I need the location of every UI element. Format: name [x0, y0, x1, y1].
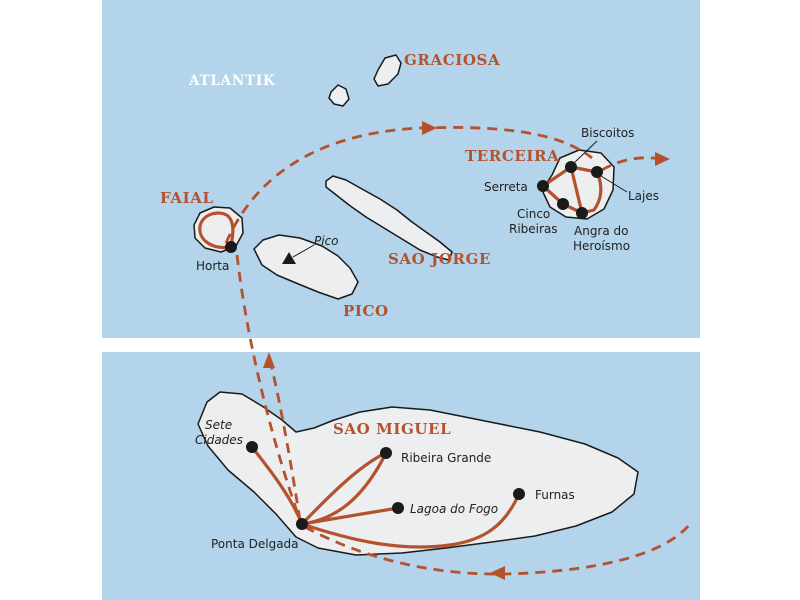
place-label-sete-cidades-line1: Sete [205, 418, 232, 432]
island-label-graciosa: GRACIOSA [404, 51, 500, 69]
stop-marker-lajes [591, 166, 603, 178]
pico-island [253, 234, 359, 300]
lajes-leader-line [600, 175, 628, 193]
saomiguel-routes [250, 445, 521, 549]
ferry-route-pontadelgada-horta [268, 359, 302, 521]
stop-marker-sete-cidades [246, 441, 258, 453]
arrow-north-icon [263, 352, 275, 368]
arrow-west-icon [490, 566, 505, 580]
stop-marker-serreta [537, 180, 549, 192]
peak-leader-line [292, 244, 315, 258]
place-label-pico-peak: Pico [314, 234, 339, 248]
place-label-ribeira-grande: Ribeira Grande [401, 451, 491, 465]
arrow-east-icon [422, 121, 437, 135]
place-label-lagoa-do-fogo: Lagoa do Fogo [410, 502, 498, 516]
place-label-cinco-ribeiras-line1: Cinco [517, 207, 550, 221]
stop-marker-ribeira-grande [380, 447, 392, 459]
stop-marker-cinco-ribeiras [557, 198, 569, 210]
place-label-lajes: Lajes [628, 189, 659, 203]
place-label-sete-cidades-line2: Cidades [195, 433, 243, 447]
stop-marker-ponta-delgada [296, 518, 308, 530]
faial-loop-route [198, 211, 235, 250]
place-label-cinco-ribeiras-line2: Ribeiras [509, 222, 558, 236]
graciosa-islet [328, 84, 350, 107]
stop-marker-lagoa-do-fogo [392, 502, 404, 514]
island-label-faial: FAIAL [160, 189, 214, 207]
ferry-route-horta-terceira [224, 126, 593, 244]
stop-marker-horta [225, 241, 237, 253]
sao-jorge-island [325, 175, 453, 261]
place-label-ponta-delgada: Ponta Delgada [211, 537, 299, 551]
stop-marker-biscoitos [565, 161, 577, 173]
sao-miguel-island [197, 391, 639, 556]
island-label-terceira: TERCEIRA [465, 147, 559, 165]
stop-marker-furnas [513, 488, 525, 500]
sea-label-atlantik: ATLANTIK [188, 73, 276, 89]
place-label-furnas: Furnas [535, 488, 575, 502]
island-label-pico: PICO [343, 302, 389, 320]
place-label-angra-line1: Angra do [574, 224, 629, 238]
biscoitos-leader-line [574, 140, 598, 163]
place-label-horta: Horta [196, 259, 229, 273]
place-label-serreta: Serreta [484, 180, 528, 194]
place-label-angra-line2: Heroísmo [573, 239, 630, 253]
stop-marker-angra [576, 207, 588, 219]
island-label-sao-jorge: SAO JORGE [388, 250, 491, 268]
arrow-east-icon [655, 152, 670, 166]
island-label-sao-miguel: SAO MIGUEL [333, 420, 451, 438]
ferry-route-horta-pontadelgada [235, 254, 302, 521]
peak-triangle-icon [282, 252, 296, 264]
place-label-biscoitos: Biscoitos [581, 126, 634, 140]
graciosa-island [373, 54, 402, 87]
